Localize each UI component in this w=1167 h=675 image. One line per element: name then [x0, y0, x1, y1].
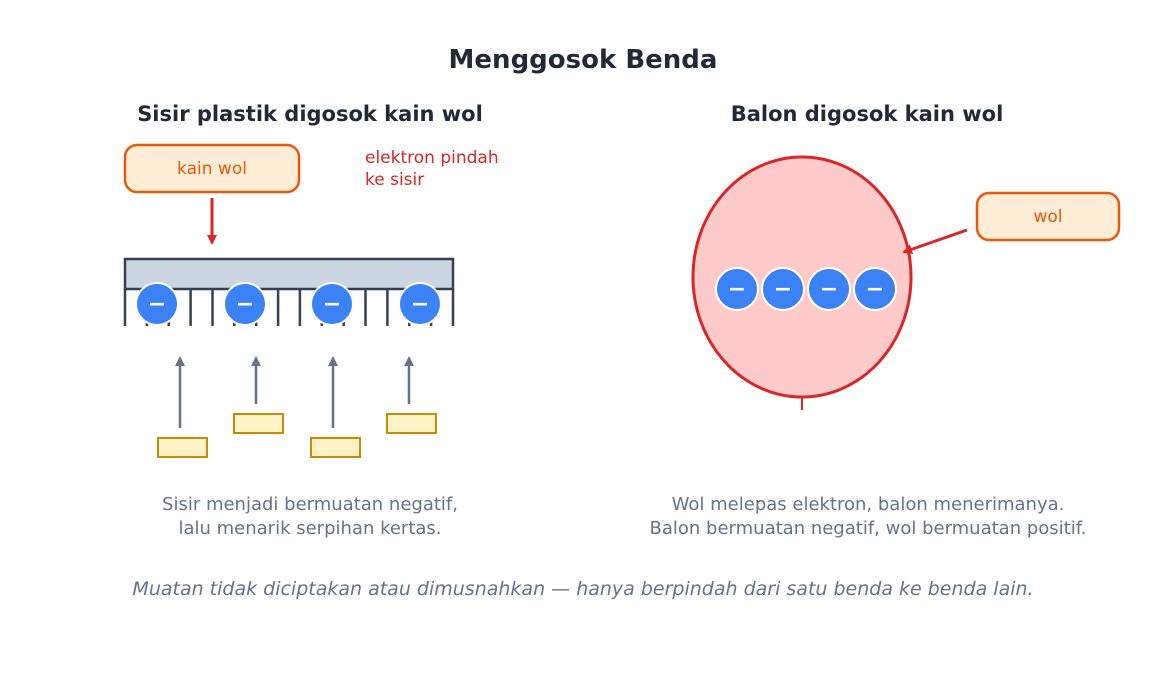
paper-bit [233, 413, 284, 434]
electron: − [853, 267, 897, 311]
electron: − [761, 267, 805, 311]
transfer-arrow [902, 228, 968, 255]
wool-label: wol [1033, 207, 1062, 227]
electron-symbol: − [728, 277, 746, 302]
wool-box [975, 191, 1121, 242]
left-caption-line1: Sisir menjadi bermuatan negatif, [162, 494, 458, 515]
electron-symbol: − [148, 292, 166, 317]
electron: − [398, 282, 442, 326]
electron: − [715, 267, 759, 311]
cloth-box [123, 143, 301, 194]
paper-bit [310, 437, 361, 458]
electron-symbol: − [774, 277, 792, 302]
paper-bit [386, 413, 437, 434]
electron-symbol: − [820, 277, 838, 302]
electron-symbol: − [236, 292, 254, 317]
page-title: Menggosok Benda [449, 45, 718, 75]
electron: − [807, 267, 851, 311]
left-caption-line2: lalu menarik serpihan kertas. [178, 518, 441, 539]
left-heading: Sisir plastik digosok kain wol [137, 102, 483, 126]
cloth-label: kain wol [177, 159, 247, 179]
right-panel: Balon digosok kain wol − − − − [650, 102, 1121, 539]
attraction-arrows [175, 356, 414, 428]
transfer-note-line2: ke sisir [365, 170, 424, 190]
paper-bits [157, 413, 437, 458]
electron-symbol: − [866, 277, 884, 302]
transfer-note-line1: elektron pindah [365, 148, 499, 168]
electron: − [310, 282, 354, 326]
balloon-electrons: − − − − [715, 267, 897, 311]
left-panel: Sisir plastik digosok kain wol kain wol … [123, 102, 499, 539]
comb-electrons: − − − − [135, 282, 442, 326]
electron-symbol: − [411, 292, 429, 317]
electron: − [135, 282, 179, 326]
right-caption-line2: Balon bermuatan negatif, wol bermuatan p… [650, 518, 1087, 539]
footer-note: Muatan tidak diciptakan atau dimusnahkan… [132, 578, 1033, 600]
electron: − [223, 282, 267, 326]
comb-spine [123, 257, 455, 291]
right-caption-line1: Wol melepas elektron, balon menerimanya. [672, 494, 1065, 515]
paper-bit [157, 437, 208, 458]
electron-symbol: − [323, 292, 341, 317]
right-heading: Balon digosok kain wol [731, 102, 1004, 126]
